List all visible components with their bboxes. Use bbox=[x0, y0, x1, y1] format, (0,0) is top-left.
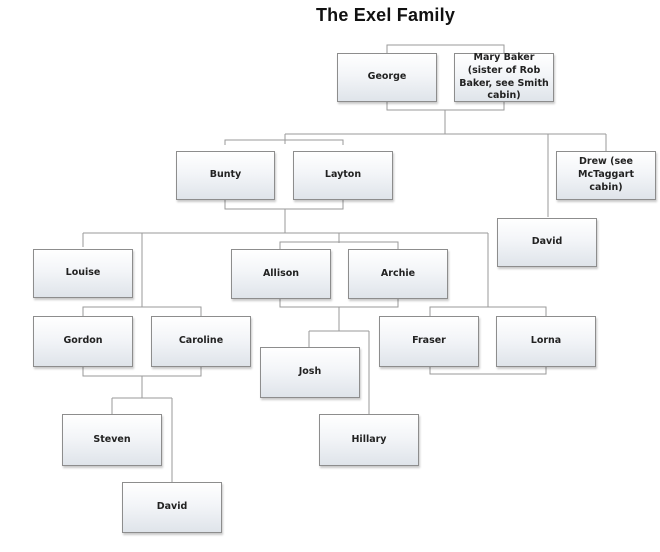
person-label: David bbox=[531, 236, 563, 248]
person-label: Hillary bbox=[351, 433, 387, 445]
person-hillary[interactable]: Hillary bbox=[319, 414, 419, 466]
person-label: Gordon bbox=[63, 335, 103, 347]
person-label: Allison bbox=[262, 267, 300, 279]
person-david-son-of-drew[interactable]: David bbox=[497, 218, 597, 267]
person-mary-baker[interactable]: Mary Baker (sister of Rob Baker, see Smi… bbox=[454, 51, 554, 102]
person-label: Steven bbox=[93, 433, 131, 445]
person-layton[interactable]: Layton bbox=[293, 151, 393, 200]
person-label: Caroline bbox=[178, 335, 224, 347]
couple-line-fraser-lorna-bottom bbox=[429, 367, 547, 375]
couple-line-george-mary-bottom bbox=[386, 102, 505, 111]
child-line-gordon-caroline bbox=[111, 376, 173, 482]
child-line-allison-archie bbox=[308, 307, 370, 414]
person-label: Lorna bbox=[530, 335, 562, 347]
person-label: Louise bbox=[65, 267, 101, 279]
person-george[interactable]: George bbox=[337, 53, 437, 102]
person-label: Layton bbox=[324, 169, 362, 181]
person-label: Bunty bbox=[209, 169, 242, 181]
couple-line-george-mary bbox=[386, 44, 505, 53]
person-label: Mary Baker (sister of Rob Baker, see Smi… bbox=[459, 51, 549, 102]
couple-line-gordon-caroline-bottom bbox=[82, 367, 202, 377]
person-label: Josh bbox=[298, 366, 322, 378]
child-line-bunty-layton bbox=[82, 209, 489, 307]
person-archie[interactable]: Archie bbox=[348, 249, 448, 299]
person-drew[interactable]: Drew (see McTaggart cabin) bbox=[556, 151, 656, 200]
person-david-son-of-gordon[interactable]: David bbox=[122, 482, 222, 533]
chart-title: The Exel Family bbox=[315, 5, 456, 25]
person-label: Drew (see McTaggart cabin) bbox=[578, 156, 634, 193]
person-label: George bbox=[367, 71, 407, 83]
person-bunty[interactable]: Bunty bbox=[176, 151, 275, 200]
couple-line-fraser-lorna bbox=[429, 306, 547, 316]
couple-line-gordon-caroline bbox=[82, 306, 202, 316]
person-lorna[interactable]: Lorna bbox=[496, 316, 596, 367]
person-gordon[interactable]: Gordon bbox=[33, 316, 133, 367]
couple-line-allison-archie-bottom bbox=[279, 299, 399, 308]
person-label: David bbox=[156, 501, 188, 513]
couple-line-allison-archie bbox=[279, 241, 399, 249]
person-steven[interactable]: Steven bbox=[62, 414, 162, 466]
person-label: Fraser bbox=[412, 335, 446, 347]
child-line-george-mary bbox=[284, 110, 607, 217]
person-louise[interactable]: Louise bbox=[33, 249, 133, 298]
couple-line-bunty-layton-bottom bbox=[224, 200, 344, 210]
person-josh[interactable]: Josh bbox=[260, 347, 360, 398]
person-label: Archie bbox=[380, 267, 416, 279]
person-caroline[interactable]: Caroline bbox=[151, 316, 251, 367]
person-fraser[interactable]: Fraser bbox=[379, 316, 479, 367]
person-allison[interactable]: Allison bbox=[231, 249, 331, 299]
couple-line-bunty-layton bbox=[224, 139, 344, 145]
